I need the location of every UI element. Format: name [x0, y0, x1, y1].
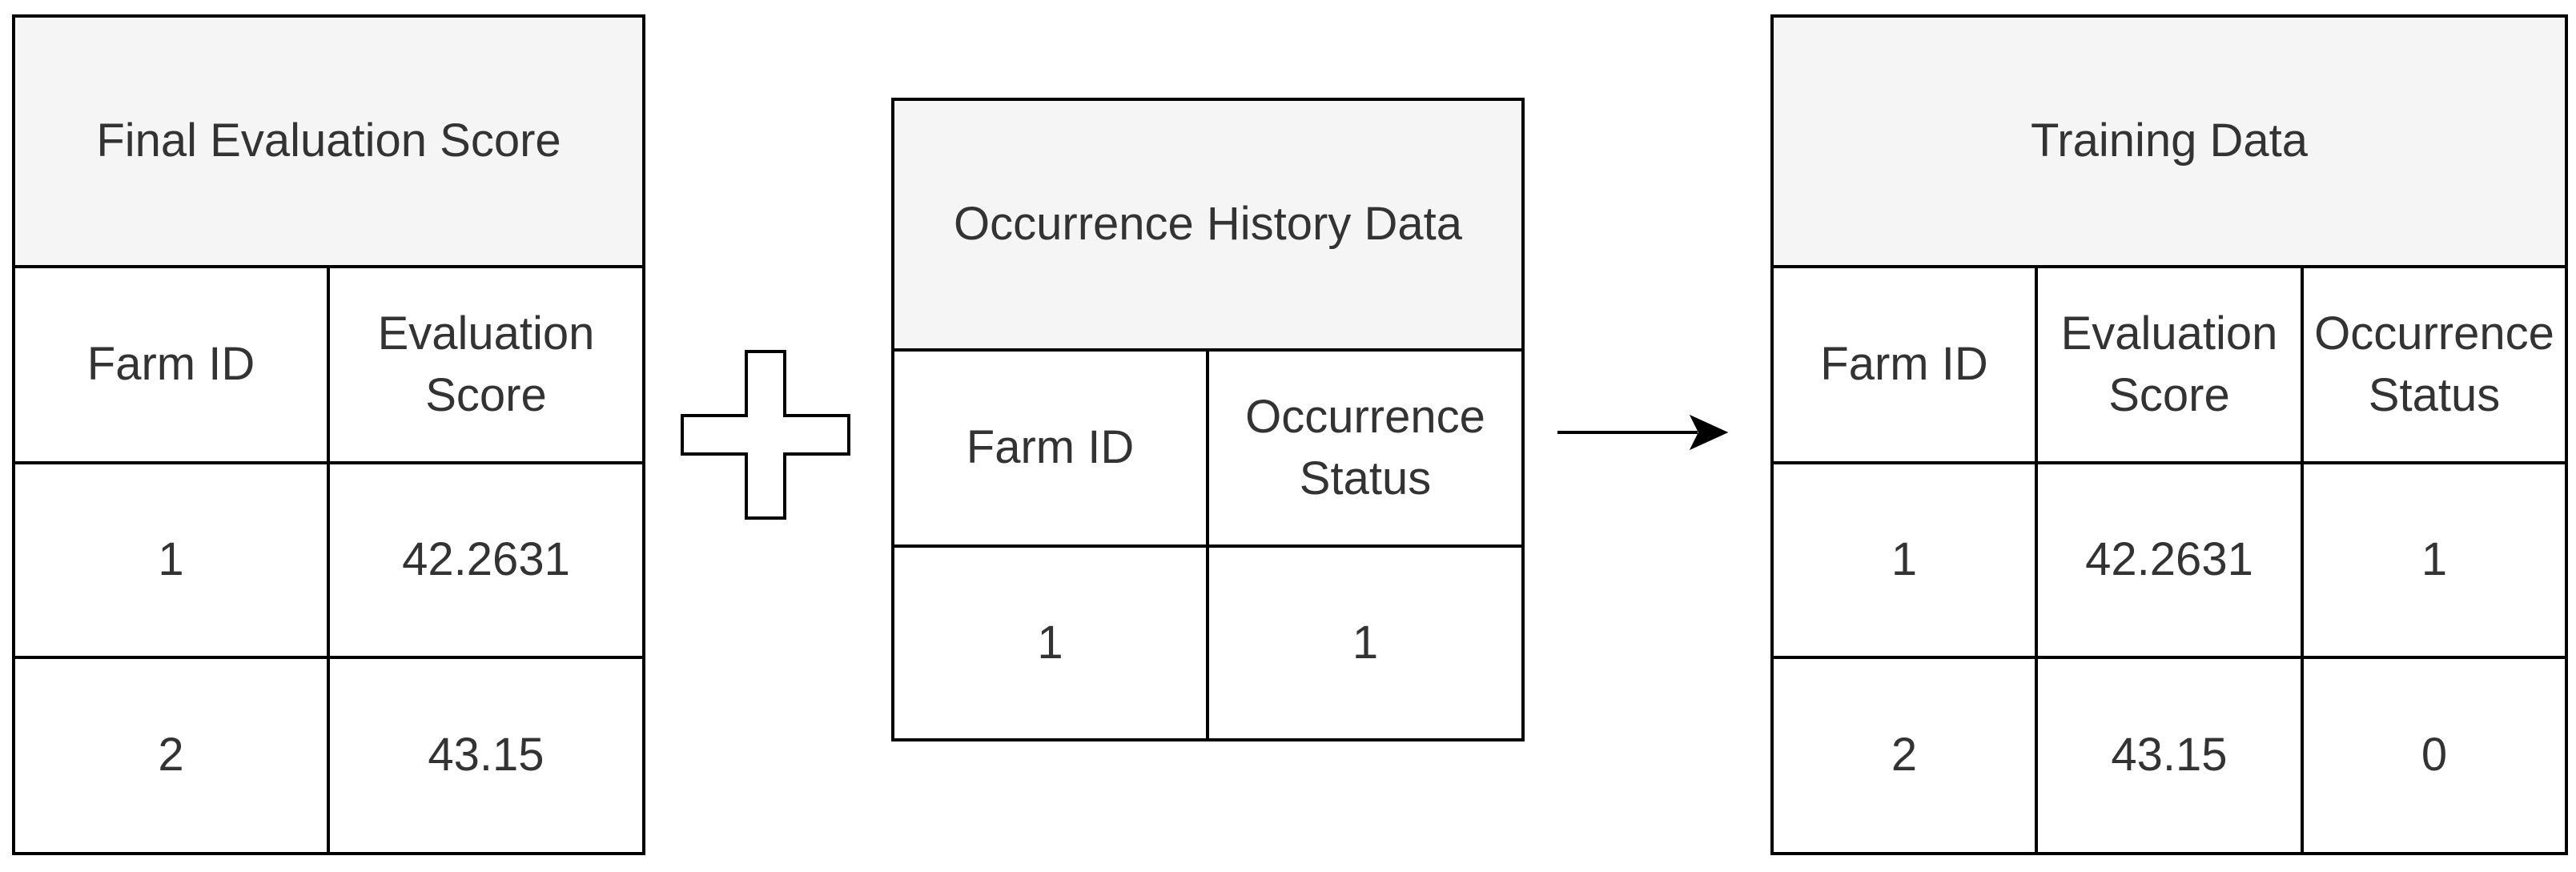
occurrence-history-data-table: Occurrence History Data Farm ID Occurren… — [890, 98, 1525, 741]
final-evaluation-score-table: Final Evaluation Score Farm ID Evaluatio… — [12, 14, 645, 855]
table-row: 2 43.15 0 — [1770, 656, 2569, 855]
table-cell: 0 — [2300, 656, 2569, 855]
table-cell: 1 — [2300, 461, 2569, 659]
table-title: Final Evaluation Score — [12, 14, 645, 268]
column-header-evaluation-score: Evaluation Score — [327, 265, 645, 464]
arrow-right-icon — [1557, 414, 1729, 451]
table-cell: 42.2631 — [2035, 461, 2304, 659]
table-cell: 43.15 — [327, 656, 645, 855]
table-cell: 42.2631 — [327, 461, 645, 659]
training-data-table: Training Data Farm ID Evaluation Score O… — [1770, 14, 2569, 855]
table-row: 1 1 — [891, 544, 1525, 741]
column-header-occurrence-status: Occurrence Status — [1205, 348, 1525, 548]
column-header-farm-id: Farm ID — [1770, 265, 2038, 464]
plus-icon — [681, 350, 850, 520]
table-cell: 2 — [12, 656, 330, 855]
table-row: 1 42.2631 — [12, 461, 645, 659]
table-cell: 1 — [1205, 544, 1525, 741]
column-header-evaluation-score: Evaluation Score — [2035, 265, 2304, 464]
table-row: 2 43.15 — [12, 656, 645, 855]
table-cell: 1 — [1770, 461, 2038, 659]
table-cell: 1 — [891, 544, 1209, 741]
column-header-occurrence-status: Occurrence Status — [2300, 265, 2569, 464]
table-title: Training Data — [1770, 14, 2569, 268]
table-row: 1 42.2631 1 — [1770, 461, 2569, 659]
table-cell: 1 — [12, 461, 330, 659]
table-cell: 2 — [1770, 656, 2038, 855]
column-header-farm-id: Farm ID — [891, 348, 1209, 548]
table-title: Occurrence History Data — [890, 98, 1525, 352]
table-cell: 43.15 — [2035, 656, 2304, 855]
column-header-farm-id: Farm ID — [12, 265, 330, 464]
